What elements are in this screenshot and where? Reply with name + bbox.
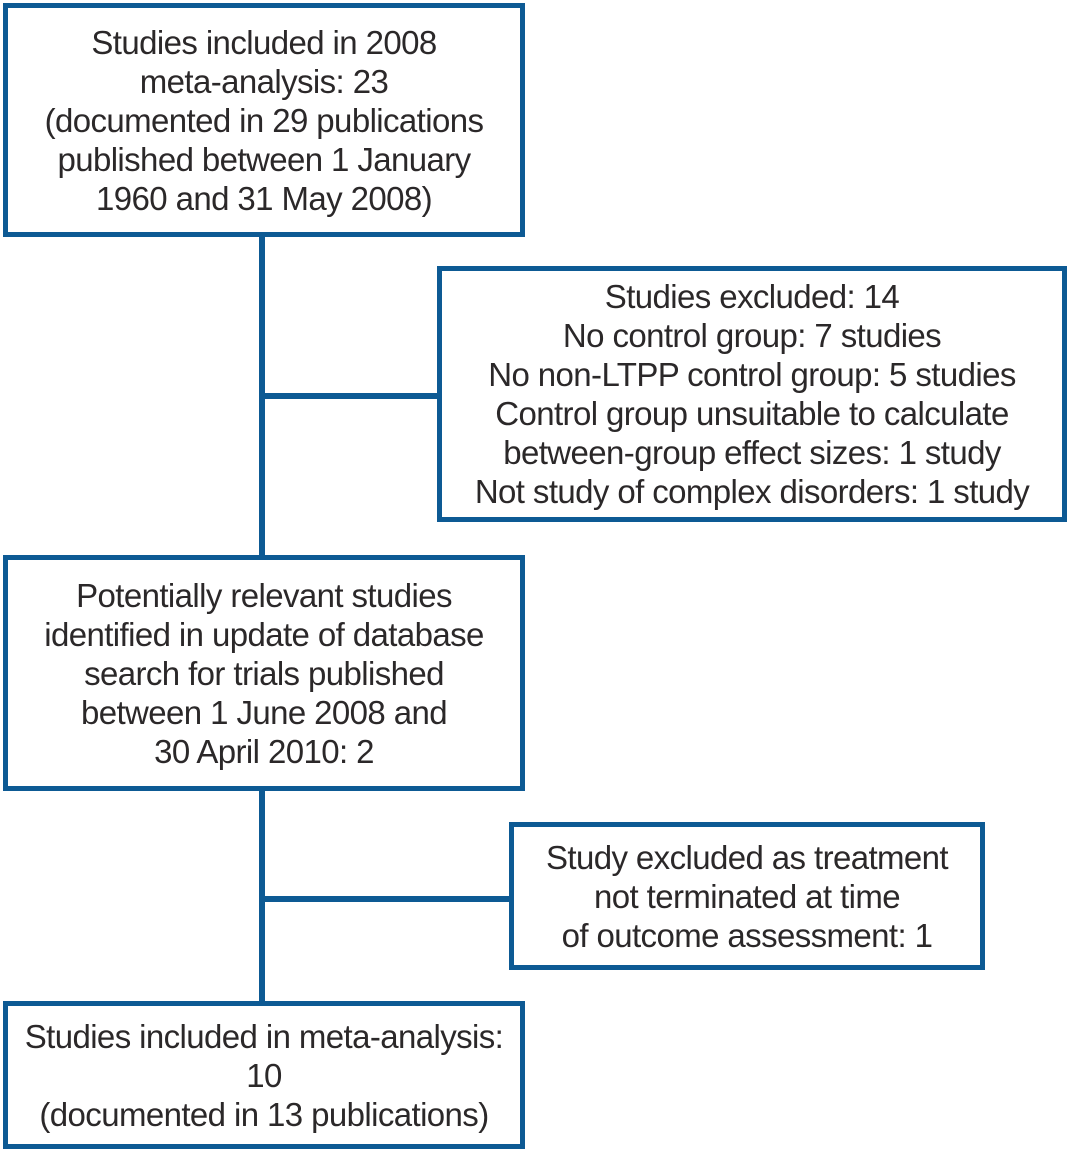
box-text-line: of outcome assessment: 1	[561, 916, 933, 954]
box-studies-included-final: Studies included in meta-analysis:10(doc…	[3, 1001, 525, 1149]
box-text-line: 1960 and 31 May 2008)	[96, 179, 433, 217]
box-text-line: meta-analysis: 23	[139, 62, 389, 100]
box-text-line: Studies included in meta-analysis:	[24, 1017, 504, 1055]
box-text-line: Not study of complex disorders: 1 study	[474, 473, 1030, 510]
box-text-line: No control group: 7 studies	[562, 317, 942, 354]
connector-line-branch-excluded-1	[259, 896, 509, 902]
box-text-line: No non-LTPP control group: 5 studies	[488, 356, 1016, 393]
box-text-line: (documented in 13 publications)	[39, 1095, 489, 1133]
box-text-line: 30 April 2010: 2	[154, 732, 374, 770]
box-text-line: Control group unsuitable to calculate	[495, 395, 1009, 432]
box-text-line: search for trials published	[84, 654, 444, 692]
connector-line-vertical-2	[259, 789, 265, 1001]
box-studies-included-final-text: Studies included in meta-analysis:10(doc…	[8, 1017, 520, 1134]
box-text-line: Potentially relevant studies	[76, 576, 452, 614]
connector-line-branch-excluded-14	[259, 393, 437, 399]
box-text-line: (documented in 29 publications	[44, 101, 484, 139]
box-text-line: Studies included in 2008	[91, 23, 437, 61]
box-text-line: identified in update of database	[44, 615, 484, 653]
box-text-line: between-group effect sizes: 1 study	[503, 434, 1001, 471]
box-text-line: Studies excluded: 14	[604, 278, 900, 315]
box-text-line: Study excluded as treatment	[545, 838, 949, 876]
box-text-line: 10	[246, 1056, 282, 1094]
box-text-line: published between 1 January	[57, 140, 471, 178]
box-text-line: not terminated at time	[594, 877, 901, 915]
box-text-line: between 1 June 2008 and	[80, 693, 448, 731]
